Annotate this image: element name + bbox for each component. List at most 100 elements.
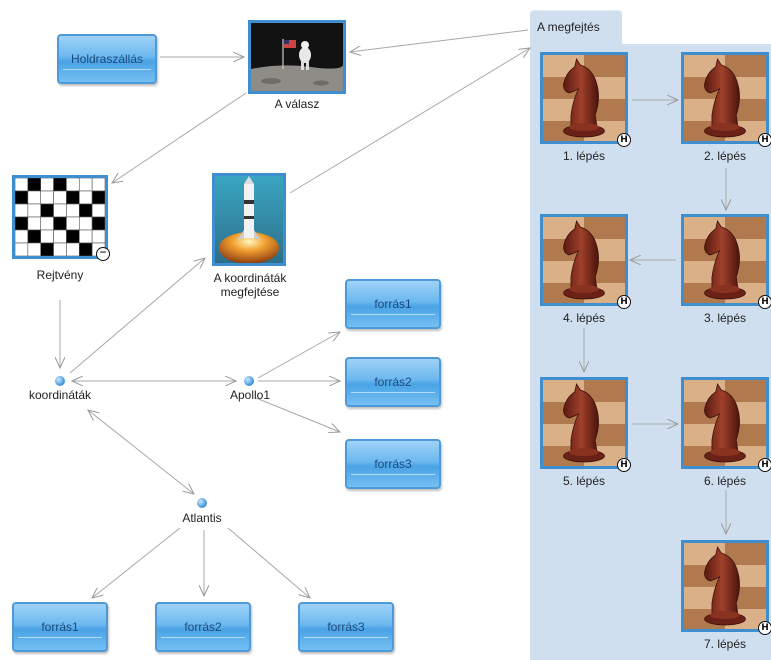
crossword-white-cell <box>53 229 67 244</box>
forras1-atlantis-node[interactable]: forrás1 <box>12 602 108 652</box>
a-valasz-node[interactable] <box>248 20 346 94</box>
crossword-black-cell <box>53 177 67 192</box>
edge-apollo1-forras3 <box>255 397 340 432</box>
rejtveny-label: Rejtvény <box>36 268 84 282</box>
forras3-apollo-node[interactable]: forrás3 <box>345 439 441 489</box>
crossword-white-cell <box>40 216 54 231</box>
crossword-white-cell <box>14 177 29 192</box>
crossword-white-cell <box>78 216 93 231</box>
crossword-black-cell <box>78 242 93 257</box>
crossword-white-cell <box>66 203 80 218</box>
crossword-white-cell <box>27 190 42 205</box>
koordinatak-megfejtese-node[interactable] <box>212 173 286 266</box>
forras2-apollo-node[interactable]: forrás2 <box>345 357 441 407</box>
step-2-label: 2. lépés <box>703 149 747 163</box>
apollo1-node[interactable] <box>244 376 254 386</box>
panel-tab[interactable]: A megfejtés <box>530 10 622 44</box>
edge-koordinatak-koordmegf <box>69 258 205 374</box>
step-3-node[interactable]: H <box>681 214 771 309</box>
forras3-atlantis-label: forrás3 <box>327 620 365 634</box>
crossword-white-cell <box>78 177 93 192</box>
hyperlink-badge-icon[interactable]: H <box>617 295 631 309</box>
crossword-black-cell <box>66 190 80 205</box>
crossword-white-cell <box>27 203 42 218</box>
crossword-black-cell <box>27 177 42 192</box>
crossword-black-cell <box>40 203 54 218</box>
chess-knight-image <box>543 55 625 141</box>
crossword-white-cell <box>53 190 67 205</box>
chess-knight-image <box>684 380 766 466</box>
crossword-white-cell <box>14 203 29 218</box>
hyperlink-badge-icon[interactable]: H <box>758 295 771 309</box>
crossword-image <box>14 177 106 257</box>
step-2-node[interactable]: H <box>681 52 771 147</box>
step-5-label: 5. lépés <box>562 474 606 488</box>
forras1-atlantis-label: forrás1 <box>41 620 79 634</box>
crossword-black-cell <box>91 190 106 205</box>
edge-megfejtes-avalasz <box>350 29 529 52</box>
crossword-white-cell <box>66 216 80 231</box>
crossword-black-cell <box>91 216 106 231</box>
crossword-white-cell <box>91 203 106 218</box>
hyperlink-badge-icon[interactable]: H <box>758 133 771 147</box>
rejtveny-node[interactable]: − <box>12 175 110 261</box>
step-3-label: 3. lépés <box>703 311 747 325</box>
hyperlink-badge-icon[interactable]: H <box>617 458 631 472</box>
edge-atlantis-forras1 <box>92 527 181 598</box>
crossword-white-cell <box>40 190 54 205</box>
holdraszallas-node[interactable]: Holdraszállás <box>57 34 157 84</box>
crossword-white-cell <box>66 242 80 257</box>
hyperlink-badge-icon[interactable]: H <box>758 458 771 472</box>
koordinatak-megfejtese-line2: megfejtése <box>220 285 280 299</box>
atlantis-node[interactable] <box>197 498 207 508</box>
panel-title: A megfejtés <box>537 20 600 34</box>
step-4-node[interactable]: H <box>540 214 631 309</box>
apollo1-label: Apollo1 <box>229 388 271 402</box>
crossword-white-cell <box>14 242 29 257</box>
atlantis-label: Atlantis <box>182 511 222 525</box>
crossword-white-cell <box>91 177 106 192</box>
edge-koordmegf-megfejtes <box>289 48 530 194</box>
edge-koordinatak-atlantis <box>88 410 194 494</box>
crossword-white-cell <box>53 242 67 257</box>
chess-knight-image <box>543 217 625 303</box>
forras2-atlantis-node[interactable]: forrás2 <box>155 602 251 652</box>
hyperlink-badge-icon[interactable]: H <box>617 133 631 147</box>
step-6-node[interactable]: H <box>681 377 771 472</box>
crossword-black-cell <box>78 203 93 218</box>
step-6-label: 6. lépés <box>703 474 747 488</box>
crossword-black-cell <box>40 242 54 257</box>
edge-avalasz-rejtveny <box>112 92 247 183</box>
koordinatak-node[interactable] <box>55 376 65 386</box>
crossword-white-cell <box>78 229 93 244</box>
chess-knight-image <box>684 55 766 141</box>
forras2-apollo-label: forrás2 <box>374 375 412 389</box>
crossword-white-cell <box>78 190 93 205</box>
edge-atlantis-forras3 <box>227 527 310 598</box>
crossword-black-cell <box>14 190 29 205</box>
hyperlink-badge-icon[interactable]: H <box>758 621 771 635</box>
step-4-label: 4. lépés <box>562 311 606 325</box>
forras1-apollo-node[interactable]: forrás1 <box>345 279 441 329</box>
crossword-white-cell <box>27 216 42 231</box>
step-7-node[interactable]: H <box>681 540 771 635</box>
chess-knight-image <box>684 217 766 303</box>
crossword-white-cell <box>66 177 80 192</box>
forras2-atlantis-label: forrás2 <box>184 620 222 634</box>
step-5-node[interactable]: H <box>540 377 631 472</box>
rocket-launch-image <box>215 176 283 264</box>
crossword-white-cell <box>14 229 29 244</box>
step-1-node[interactable]: H <box>540 52 631 147</box>
edge-apollo1-forras1 <box>257 332 340 379</box>
forras1-apollo-label: forrás1 <box>374 297 412 311</box>
forras3-atlantis-node[interactable]: forrás3 <box>298 602 394 652</box>
chess-knight-image <box>684 543 766 629</box>
a-valasz-label: A válasz <box>274 97 320 111</box>
crossword-white-cell <box>91 229 106 244</box>
koordinatak-label: koordináták <box>28 388 92 402</box>
collapse-icon[interactable]: − <box>96 247 110 261</box>
crossword-white-cell <box>40 229 54 244</box>
moon-landing-image <box>251 23 343 91</box>
step-7-label: 7. lépés <box>703 637 747 651</box>
